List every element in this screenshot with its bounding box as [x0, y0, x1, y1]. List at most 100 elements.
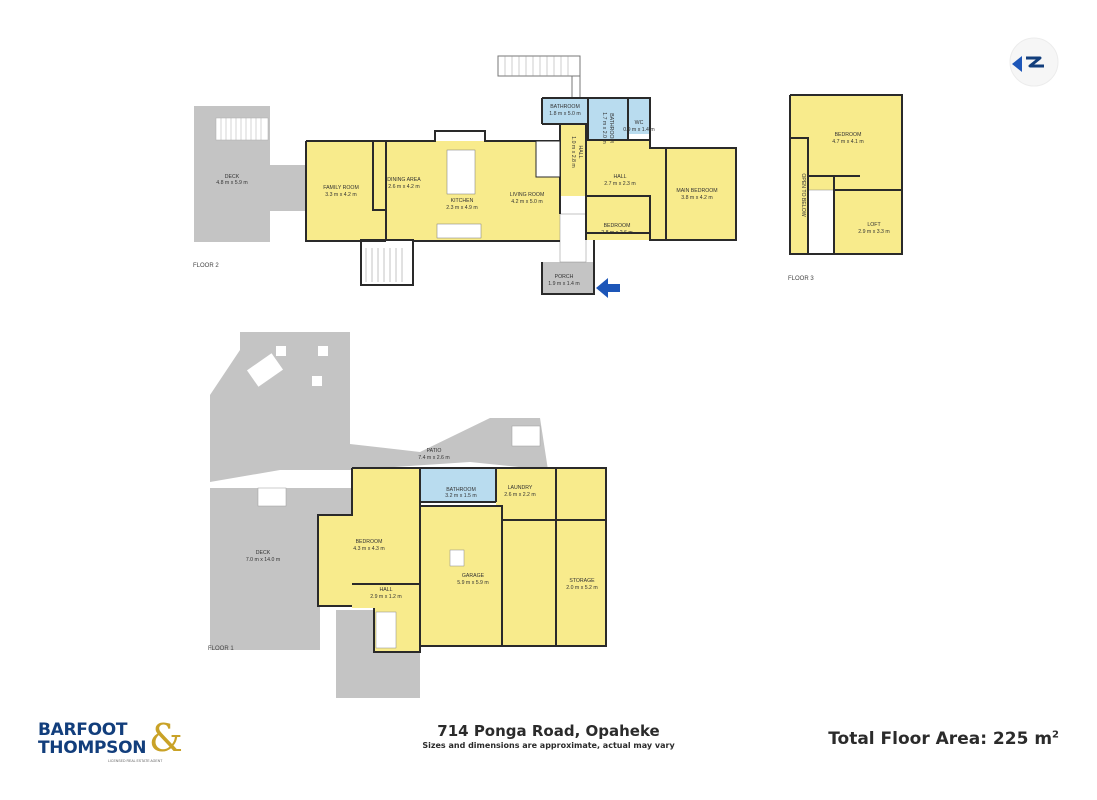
room-name-bathroom-b: BATHROOM: [608, 113, 614, 143]
fireplace: [535, 140, 561, 178]
room-dims-hall-b: 2.7 m x 2.3 m: [604, 181, 635, 187]
room-dims-bedroom-f2: 2.8 m x 2.6 m: [601, 230, 632, 236]
garage: [420, 506, 502, 646]
room-dims-hall-a: 1.0 m x 2.8 m: [570, 136, 576, 167]
room-name-living: LIVING ROOM: [510, 192, 545, 198]
room-name-hall-b: HALL: [614, 174, 627, 180]
logo-line-1: BARFOOT: [38, 720, 128, 740]
entrance-arrow-icon: [596, 278, 620, 298]
room-name-hall-f1: HALL: [380, 587, 393, 593]
deck-stair-treads: [220, 118, 262, 140]
north-compass-icon: [1009, 37, 1059, 87]
floor-3-label: FLOOR 3: [788, 276, 814, 282]
room-name-bedroom-f3: BEDROOM: [835, 132, 862, 138]
kitchen-bench: [446, 149, 476, 195]
upper-deck-area: [210, 332, 548, 482]
room-dims-patio: 7.4 m x 2.6 m: [418, 455, 449, 461]
room-dims-deck-f1: 7.0 m x 14.0 m: [246, 557, 280, 563]
floor-2-label: FLOOR 2: [193, 263, 219, 269]
rear-stair-landing: [571, 75, 581, 99]
barfoot-thompson-logo: BARFOOT THOMPSON & LICENSED REAL ESTATE …: [38, 716, 198, 767]
room-name-open-to-below: OPEN TO BELOW: [800, 173, 806, 216]
total-floor-area: Total Floor Area: 225 m2: [828, 729, 1059, 749]
room-name-wc: WC: [635, 120, 644, 126]
deck-table: [246, 353, 284, 387]
room-name-hall-a: HALL: [577, 146, 583, 159]
room-name-bathroom-f1: BATHROOM: [446, 487, 476, 493]
bathroom-f1: [420, 468, 496, 502]
front-stairs: [360, 239, 414, 286]
hall-stairs: [375, 611, 397, 649]
floor-1-plan: PATIO 7.4 m x 2.6 m BATHROOM 3.2 m x 1.5…: [208, 332, 607, 698]
dimensions-disclaimer: Sizes and dimensions are approximate, ac…: [422, 741, 675, 750]
property-address: 714 Ponga Road, Opaheke: [437, 722, 660, 740]
deck-post: [318, 346, 328, 356]
room-dims-deck: 4.8 m x 5.9 m: [216, 180, 247, 186]
loft-stairs: [807, 189, 835, 255]
room-dims-bedroom-f1: 4.3 m x 4.3 m: [353, 546, 384, 552]
room-dims-hall-f1: 2.9 m x 1.2 m: [370, 594, 401, 600]
room-name-deck-f1: DECK: [256, 550, 271, 556]
rear-stair-treads: [504, 56, 569, 76]
laundry: [496, 468, 556, 520]
front-stair-treads: [365, 248, 403, 282]
floor-2-plan: DECK 4.8 m x 5.9 m FAMILY ROOM 3.3 m x 4…: [193, 55, 737, 298]
rear-stairs: [497, 55, 581, 77]
room-dims-living: 4.2 m x 5.0 m: [511, 199, 542, 205]
room-dims-loft: 2.9 m x 3.3 m: [858, 229, 889, 235]
garage-bay: [502, 520, 556, 646]
room-name-garage: GARAGE: [462, 573, 485, 579]
dining-area: [373, 141, 435, 240]
room-name-family: FAMILY ROOM: [323, 185, 359, 191]
room-dims-bathroom-a: 1.8 m x 5.0 m: [549, 111, 580, 117]
bedroom-f1-bay: [318, 515, 352, 606]
main-bedroom: [650, 148, 736, 240]
storage: [556, 468, 606, 646]
deck-f1-main: [210, 488, 320, 650]
room-name-loft: LOFT: [867, 222, 881, 228]
room-dims-bathroom-f1: 3.2 m x 1.5 m: [445, 493, 476, 499]
deck-post: [312, 376, 322, 386]
logo-subtitle: LICENSED REAL ESTATE AGENT: [108, 759, 163, 763]
wc: [628, 99, 650, 134]
porch: [542, 262, 594, 294]
room-name-bedroom-f2: BEDROOM: [604, 223, 631, 229]
floor-1-walls: [317, 467, 607, 653]
room-dims-kitchen: 2.3 m x 4.9 m: [446, 205, 477, 211]
room-dims-bedroom-f3: 4.7 m x 4.1 m: [832, 139, 863, 145]
hall-f1: [352, 584, 420, 608]
bathroom-a: [542, 99, 588, 124]
room-dims-porch: 1.9 m x 1.4 m: [548, 281, 579, 287]
total-floor-area-text: Total Floor Area: 225 m: [828, 729, 1053, 749]
room-name-main-bedroom: MAIN BEDROOM: [676, 188, 717, 194]
hall-a: [560, 124, 586, 178]
floor-3-walls: [789, 94, 903, 255]
hall-b: [586, 140, 650, 196]
room-name-bathroom-a: BATHROOM: [550, 104, 580, 110]
interior-stairs: [559, 213, 587, 263]
logo-line-2: THOMPSON: [38, 738, 147, 758]
room-dims-dining: 2.6 m x 4.2 m: [388, 184, 419, 190]
room-dims-wc: 0.9 m x 1.4 m: [623, 127, 654, 133]
kitchen-counter: [436, 223, 482, 239]
room-name-dining: DINING AREA: [387, 177, 421, 183]
room-dims-bathroom-b: 1.7 m x 2.0 m: [601, 112, 607, 143]
room-name-deck: DECK: [225, 174, 240, 180]
bathroom-b: [588, 99, 628, 140]
patio-stairs: [511, 425, 541, 447]
room-name-bedroom-f1: BEDROOM: [356, 539, 383, 545]
room-name-laundry: LAUNDRY: [508, 485, 533, 491]
garage-fixture: [449, 549, 465, 567]
area-unit-superscript: 2: [1052, 729, 1059, 741]
room-name-storage: STORAGE: [569, 578, 595, 584]
room-name-porch: PORCH: [555, 274, 574, 280]
logo-ampersand: &: [149, 716, 183, 760]
room-dims-laundry: 2.6 m x 2.2 m: [504, 492, 535, 498]
room-dims-storage: 2.0 m x 5.2 m: [566, 585, 597, 591]
deck-post: [276, 346, 286, 356]
deck-stairs-f1: [257, 487, 287, 507]
room-dims-garage: 5.9 m x 5.9 m: [457, 580, 488, 586]
room-name-kitchen: KITCHEN: [451, 198, 474, 204]
room-dims-family: 3.3 m x 4.2 m: [325, 192, 356, 198]
